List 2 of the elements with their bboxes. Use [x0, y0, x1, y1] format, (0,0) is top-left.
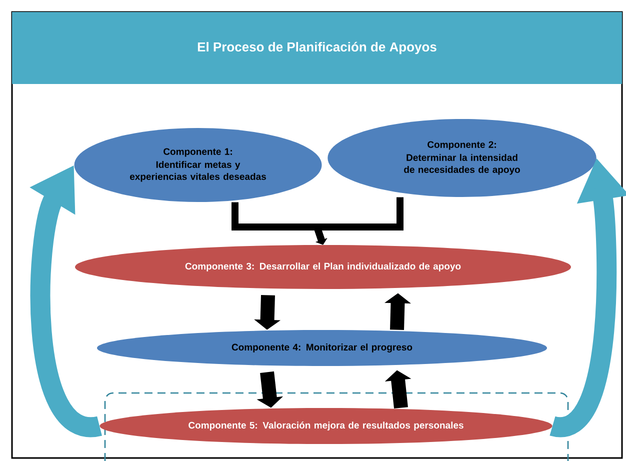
title-band: El Proceso de Planificación de Apoyos [12, 12, 622, 84]
connector-bar [312, 197, 404, 245]
